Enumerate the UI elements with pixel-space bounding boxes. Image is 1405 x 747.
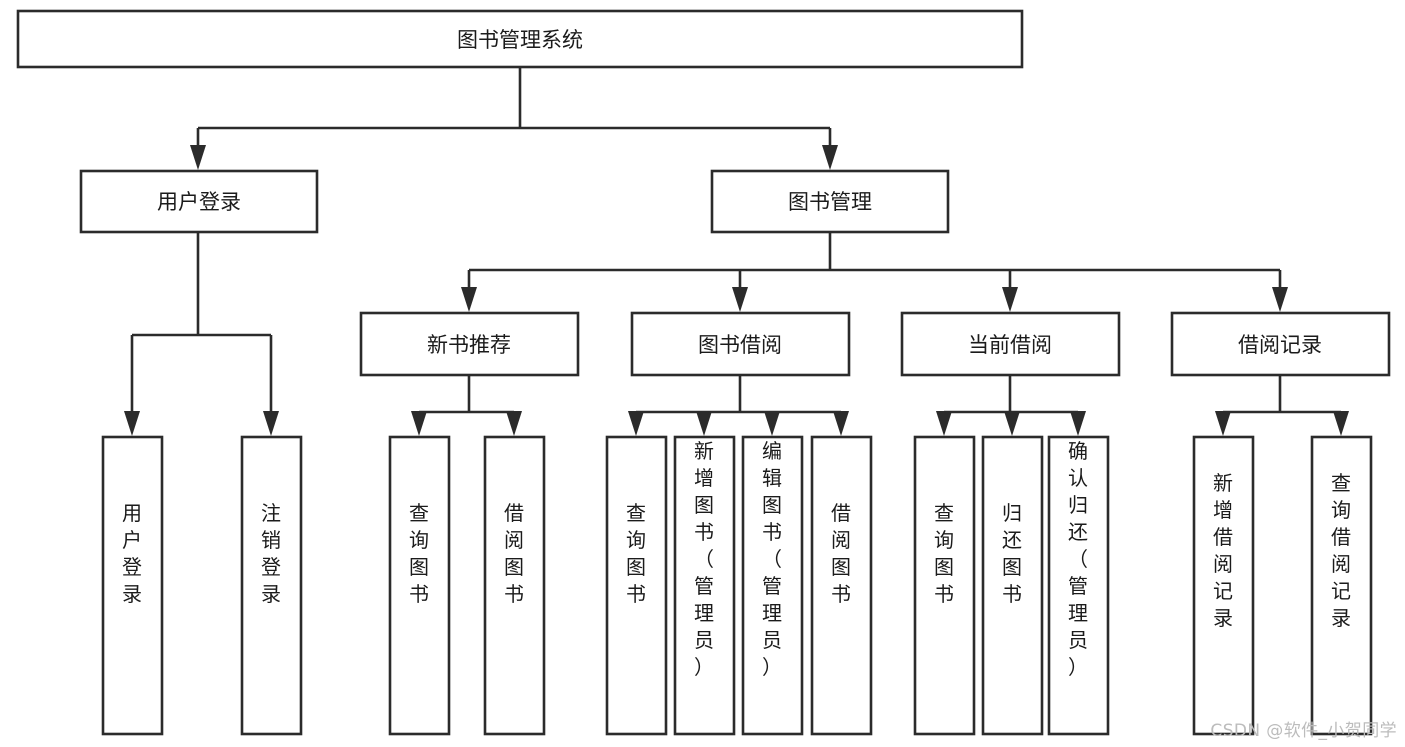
arrow-head-borrow-record xyxy=(1272,287,1288,312)
leaf-confirm-return-admin-label: 确认归还（管理员） xyxy=(1068,439,1088,679)
leaf-add-borrow-record-label: 新增借阅记录 xyxy=(1213,471,1233,630)
arrow-head-leaf-query-book-rec xyxy=(411,411,427,436)
arrow-head-leaf-add-book-admin xyxy=(696,411,712,436)
leaf-logout-login-label: 注销登录 xyxy=(261,501,281,606)
leaf-query-book-cur-box[interactable] xyxy=(913,435,976,736)
node-current-borrow-box[interactable] xyxy=(900,311,1121,377)
leaf-query-borrow-record-box[interactable] xyxy=(1310,435,1373,736)
leaf-query-book-borrow-label: 查询图书 xyxy=(626,501,646,606)
arrow-head-leaf-borrow-book xyxy=(833,411,849,436)
leaf-return-book-box[interactable] xyxy=(981,435,1044,736)
leaf-borrow-book-rec-box[interactable] xyxy=(483,435,546,736)
node-book-manage[interactable]: 图书管理 xyxy=(710,169,950,234)
node-borrow-record[interactable]: 借阅记录 xyxy=(1170,311,1391,377)
arrow-head-leaf-query-book-borrow xyxy=(628,411,644,436)
leaf-return-book-label: 归还图书 xyxy=(1002,501,1022,606)
leaf-query-borrow-record[interactable]: 查询借阅记录 xyxy=(1310,435,1373,736)
leaf-query-book-rec[interactable]: 查询图书 xyxy=(388,435,451,736)
leaf-borrow-book-rec[interactable]: 借阅图书 xyxy=(483,435,546,736)
leaf-confirm-return-admin[interactable]: 确认归还（管理员） xyxy=(1047,435,1110,736)
leaf-borrow-book-rec-label: 借阅图书 xyxy=(504,501,524,606)
leaf-add-borrow-record-box[interactable] xyxy=(1192,435,1255,736)
leaf-query-borrow-record-label: 查询借阅记录 xyxy=(1331,471,1351,630)
leaf-borrow-book-box[interactable] xyxy=(810,435,873,736)
leaf-return-book[interactable]: 归还图书 xyxy=(981,435,1044,736)
node-borrow-record-box[interactable] xyxy=(1170,311,1391,377)
node-root-box[interactable] xyxy=(16,9,1024,69)
leaf-query-book-rec-box[interactable] xyxy=(388,435,451,736)
leaf-add-book-admin-label: 新增图书（管理员） xyxy=(694,439,714,679)
arrow-head-book-manage xyxy=(822,145,838,170)
arrow-head-leaf-query-book-cur xyxy=(936,411,952,436)
leaf-logout-login[interactable]: 注销登录 xyxy=(240,435,303,736)
leaf-query-book-rec-label: 查询图书 xyxy=(409,501,429,606)
node-current-borrow-label: 当前借阅 xyxy=(968,333,1052,357)
leaf-edit-book-admin[interactable]: 编辑图书（管理员） xyxy=(741,435,804,736)
arrow-head-leaf-confirm-return-admin xyxy=(1070,411,1086,436)
node-root[interactable]: 图书管理系统 xyxy=(16,9,1024,69)
leaf-edit-book-admin-label: 编辑图书（管理员） xyxy=(762,439,782,679)
node-new-book-rec-box[interactable] xyxy=(359,311,580,377)
arrow-head-new-book-rec xyxy=(461,287,477,312)
arrow-head-leaf-add-borrow-record xyxy=(1215,411,1231,436)
leaf-edit-book-admin-box[interactable] xyxy=(741,435,804,736)
arrow-head-leaf-logout-login xyxy=(263,411,279,436)
arrow-head-current-borrow xyxy=(1002,287,1018,312)
connector-layer xyxy=(124,67,1349,436)
node-book-borrow[interactable]: 图书借阅 xyxy=(630,311,851,377)
leaf-query-book-borrow[interactable]: 查询图书 xyxy=(605,435,668,736)
arrow-head-leaf-edit-book-admin xyxy=(764,411,780,436)
node-user-login[interactable]: 用户登录 xyxy=(79,169,319,234)
node-user-login-box[interactable] xyxy=(79,169,319,234)
leaf-borrow-book-label: 借阅图书 xyxy=(831,501,851,606)
node-book-borrow-box[interactable] xyxy=(630,311,851,377)
arrow-head-leaf-borrow-book-rec xyxy=(506,411,522,436)
leaf-logout-login-box[interactable] xyxy=(240,435,303,736)
node-borrow-record-label: 借阅记录 xyxy=(1238,333,1322,357)
leaf-borrow-book[interactable]: 借阅图书 xyxy=(810,435,873,736)
leaf-user-login[interactable]: 用户登录 xyxy=(101,435,164,736)
leaf-query-book-cur-label: 查询图书 xyxy=(934,501,954,606)
leaf-query-book-borrow-box[interactable] xyxy=(605,435,668,736)
node-user-login-label: 用户登录 xyxy=(157,190,241,214)
leaf-add-book-admin-box[interactable] xyxy=(673,435,736,736)
arrow-head-leaf-user-login xyxy=(124,411,140,436)
node-root-label: 图书管理系统 xyxy=(457,28,583,52)
node-book-borrow-label: 图书借阅 xyxy=(698,333,782,357)
arrow-head-leaf-return-book xyxy=(1004,411,1020,436)
arrow-head-book-borrow xyxy=(732,287,748,312)
leaf-user-login-label: 用户登录 xyxy=(122,501,142,606)
leaf-add-borrow-record[interactable]: 新增借阅记录 xyxy=(1192,435,1255,736)
leaf-query-book-cur[interactable]: 查询图书 xyxy=(913,435,976,736)
node-book-manage-label: 图书管理 xyxy=(788,190,872,214)
leaf-add-book-admin[interactable]: 新增图书（管理员） xyxy=(673,435,736,736)
leaf-confirm-return-admin-box[interactable] xyxy=(1047,435,1110,736)
node-book-manage-box[interactable] xyxy=(710,169,950,234)
node-new-book-rec[interactable]: 新书推荐 xyxy=(359,311,580,377)
arrow-head-user-login xyxy=(190,145,206,170)
node-current-borrow[interactable]: 当前借阅 xyxy=(900,311,1121,377)
leaf-user-login-box[interactable] xyxy=(101,435,164,736)
arrow-head-leaf-query-borrow-record xyxy=(1333,411,1349,436)
node-new-book-rec-label: 新书推荐 xyxy=(427,333,511,357)
